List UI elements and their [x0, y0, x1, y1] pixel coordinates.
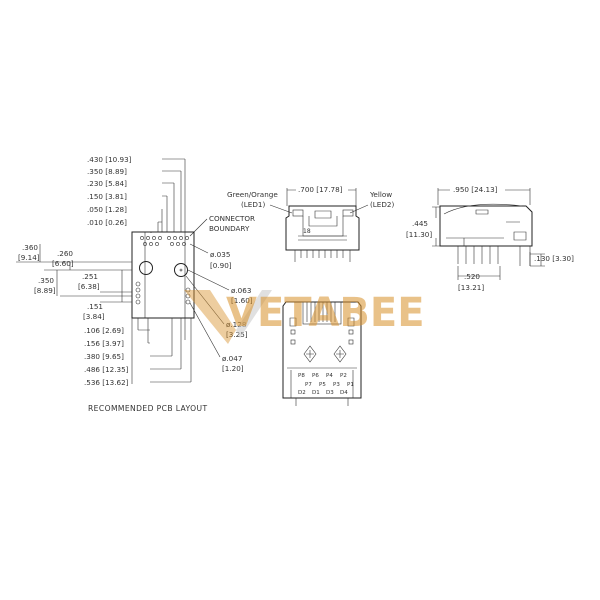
svg-text:D2: D2: [298, 390, 306, 396]
dim-486: .486 [12.35]: [84, 365, 129, 374]
led1-sub: (LED1): [241, 200, 265, 209]
hole-063: ø.063: [231, 286, 251, 295]
cross-right: [333, 345, 347, 363]
svg-text:P4: P4: [326, 373, 333, 379]
hole-128-mm: [3.25]: [226, 330, 248, 339]
svg-text:P5: P5: [319, 382, 326, 388]
pcb-layout: .430 [10.93] .350 [8.89] .230 [5.84] .15…: [16, 155, 255, 413]
svg-text:P1: P1: [347, 382, 354, 388]
hole-047: ø.047: [222, 354, 242, 363]
hole-063-mm: [1.60]: [231, 296, 253, 305]
hole-047-mm: [1.20]: [222, 364, 244, 373]
side-tail: .130 [3.30]: [534, 254, 574, 263]
led1-label: Green/Orange: [227, 190, 278, 199]
cross-left: [303, 345, 317, 363]
dim-156: .156 [3.97]: [84, 339, 124, 348]
svg-text:P7: P7: [305, 382, 312, 388]
bottom-view: P8 P6 P4 P2 P7 P5 P3 P1 D2 D1 D3 D4: [282, 301, 362, 406]
svg-text:P8: P8: [298, 373, 305, 379]
watermark-text: VETABEE: [226, 290, 425, 336]
hole-035-mm: [0.90]: [210, 261, 232, 270]
dim-350: .350: [38, 276, 54, 285]
dim-350-mm: [8.89]: [34, 286, 56, 295]
dim-010: .010 [0.26]: [87, 218, 127, 227]
connector-boundary-1: CONNECTOR: [209, 214, 255, 223]
connector-boundary-2: BOUNDARY: [209, 224, 250, 233]
dim-151: .151: [87, 302, 103, 311]
pcb-outline: [131, 231, 195, 319]
dim-251: .251: [82, 272, 98, 281]
led2-label: Yellow: [369, 190, 392, 199]
side-body: [439, 205, 533, 247]
led2-sub: (LED2): [370, 200, 394, 209]
svg-text:D1: D1: [312, 390, 320, 396]
dim-260-mm: [6.60]: [52, 259, 74, 268]
dim-350: .350 [8.89]: [87, 167, 127, 176]
svg-text:D4: D4: [340, 390, 348, 396]
front-pin-mark: 18: [303, 228, 311, 235]
bottom-port-pins: [302, 301, 342, 325]
svg-text:P6: P6: [312, 373, 319, 379]
front-view: Green/Orange (LED1) .700 [17.78] Yellow …: [227, 185, 394, 262]
mount-hole-left: [139, 261, 153, 275]
mount-hole-right: [174, 263, 188, 277]
watermark-logo: VETABEE: [184, 290, 425, 344]
dim-260: .260: [57, 249, 73, 258]
led-holes: [135, 281, 191, 305]
dim-251-mm: [6.38]: [78, 282, 100, 291]
pcb-caption: RECOMMENDED PCB LAYOUT: [88, 404, 208, 413]
front-body: [285, 205, 360, 251]
side-height: .445: [412, 219, 428, 228]
side-view: .950 [24.13] .445 [11.30] .520 [13.21] .…: [406, 185, 574, 292]
bottom-body: [282, 301, 362, 399]
hole-128: ø.128: [226, 320, 247, 329]
side-width: .950 [24.13]: [453, 185, 498, 194]
svg-text:P2: P2: [340, 373, 347, 379]
dim-230: .230 [5.84]: [87, 179, 127, 188]
dim-150: .150 [3.81]: [87, 192, 127, 201]
dim-430: .430 [10.93]: [87, 155, 132, 164]
svg-text:D3: D3: [326, 390, 334, 396]
dim-360-mm: [9.14]: [18, 253, 40, 262]
dim-380: .380 [9.65]: [84, 352, 124, 361]
pcb-pin-holes: [140, 236, 189, 246]
front-width: .700 [17.78]: [298, 185, 343, 194]
side-pin: .520: [464, 272, 480, 281]
hole-035: ø.035: [210, 250, 230, 259]
dim-360: .360: [22, 243, 38, 252]
dim-050: .050 [1.28]: [87, 205, 127, 214]
dim-106: .106 [2.69]: [84, 326, 124, 335]
side-pin-mm: [13.21]: [458, 283, 484, 292]
svg-text:P3: P3: [333, 382, 340, 388]
side-height-mm: [11.30]: [406, 230, 432, 239]
dim-151-mm: [3.84]: [83, 312, 105, 321]
dim-536: .536 [13.62]: [84, 378, 129, 387]
bottom-pin-labels: P8 P6 P4 P2 P7 P5 P3 P1 D2 D1 D3 D4: [298, 373, 354, 396]
